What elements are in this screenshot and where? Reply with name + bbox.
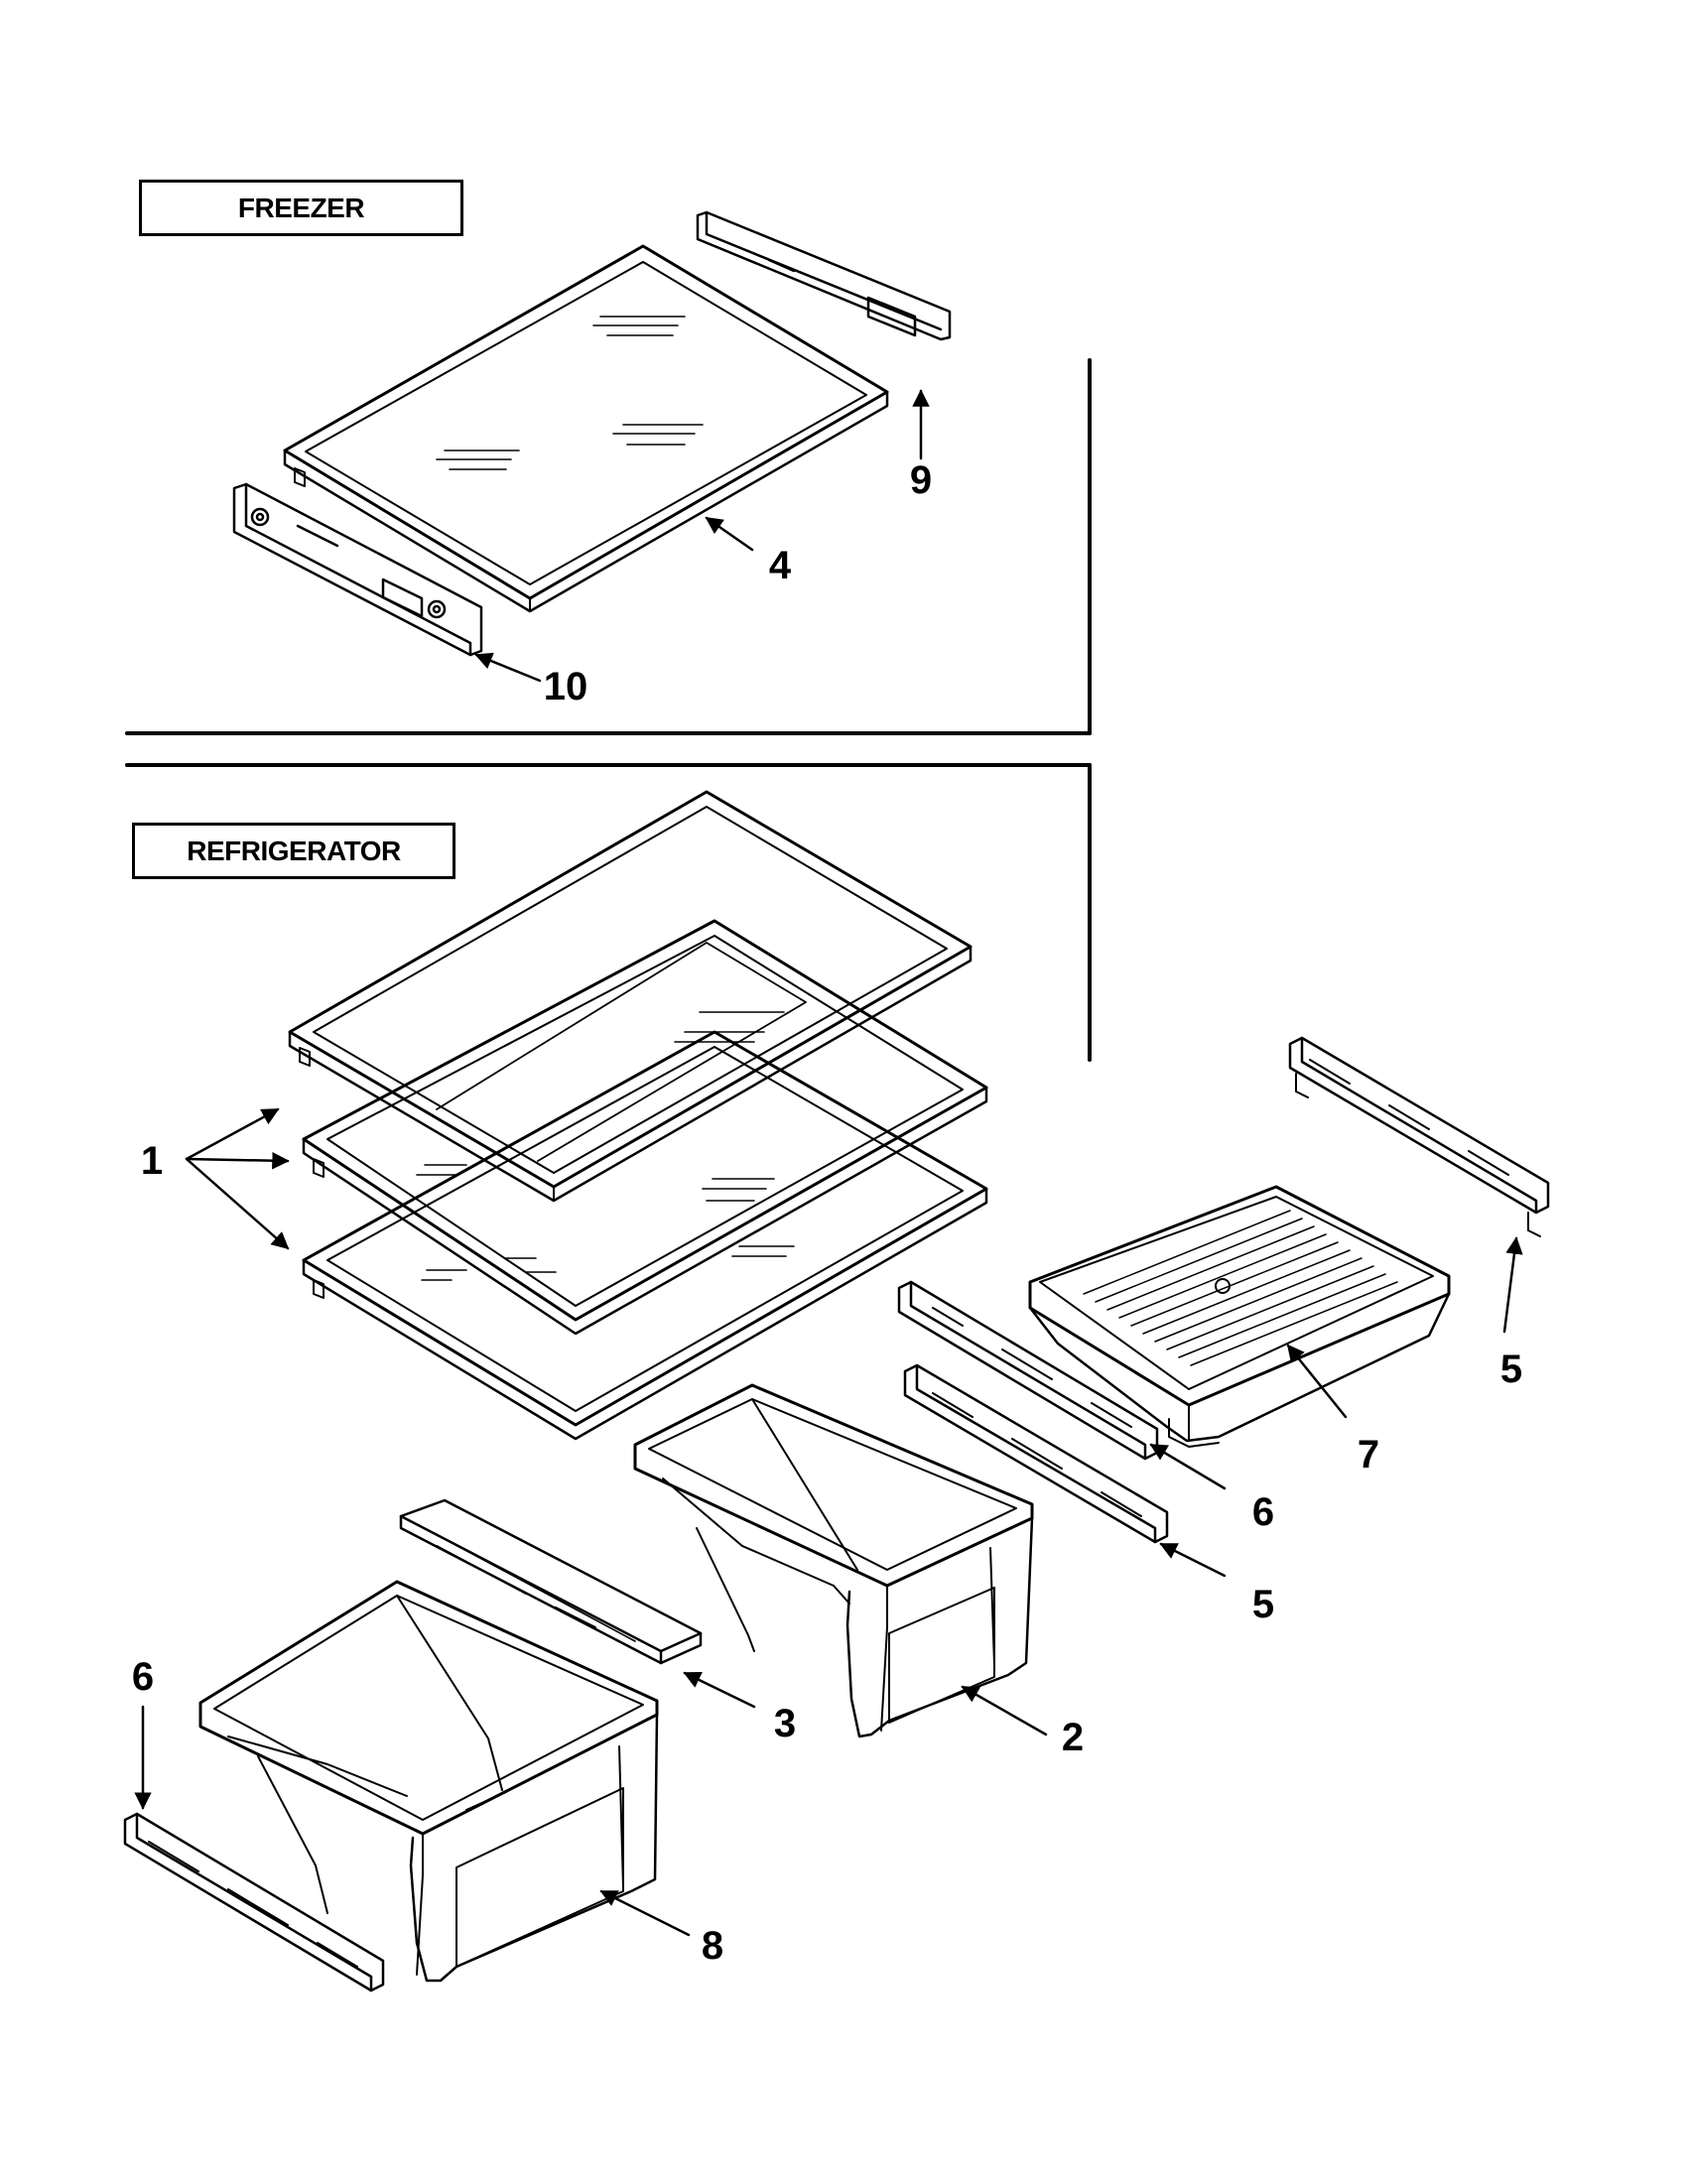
freezer-front-trim	[232, 482, 483, 657]
freezer-glass-shelf	[283, 244, 889, 613]
refrigerator-section-label: REFRIGERATOR	[132, 823, 455, 879]
callout-2: 2	[1061, 1716, 1085, 1759]
callout-3: 3	[773, 1702, 797, 1745]
callout-6-middle: 6	[1251, 1490, 1275, 1534]
callout-5-lower: 5	[1251, 1583, 1275, 1626]
callout-10: 10	[543, 665, 588, 708]
deli-pan	[1028, 1185, 1451, 1448]
crisper-drawer-left	[198, 1580, 659, 1983]
callout-4: 4	[768, 544, 792, 587]
pan-rail-left	[123, 1812, 385, 1992]
callout-9: 9	[909, 458, 933, 502]
crisper-drawer-right	[633, 1383, 1034, 1738]
callout-7: 7	[1357, 1433, 1380, 1477]
pan-rail-middle	[897, 1280, 1159, 1461]
pan-rail-right	[1288, 1036, 1550, 1237]
freezer-rear-bracket	[696, 210, 952, 341]
freezer-section-label: FREEZER	[139, 180, 463, 236]
callout-5-upper: 5	[1499, 1348, 1523, 1391]
crisper-cover	[399, 1498, 703, 1665]
callout-6-left: 6	[131, 1655, 155, 1699]
section-dividers	[125, 358, 1092, 1062]
refrigerator-glass-shelves	[288, 790, 988, 1441]
leader-arrows	[134, 389, 1523, 1937]
callout-8: 8	[701, 1924, 724, 1968]
callout-1: 1	[140, 1139, 164, 1183]
pan-rail-lower	[903, 1363, 1169, 1544]
